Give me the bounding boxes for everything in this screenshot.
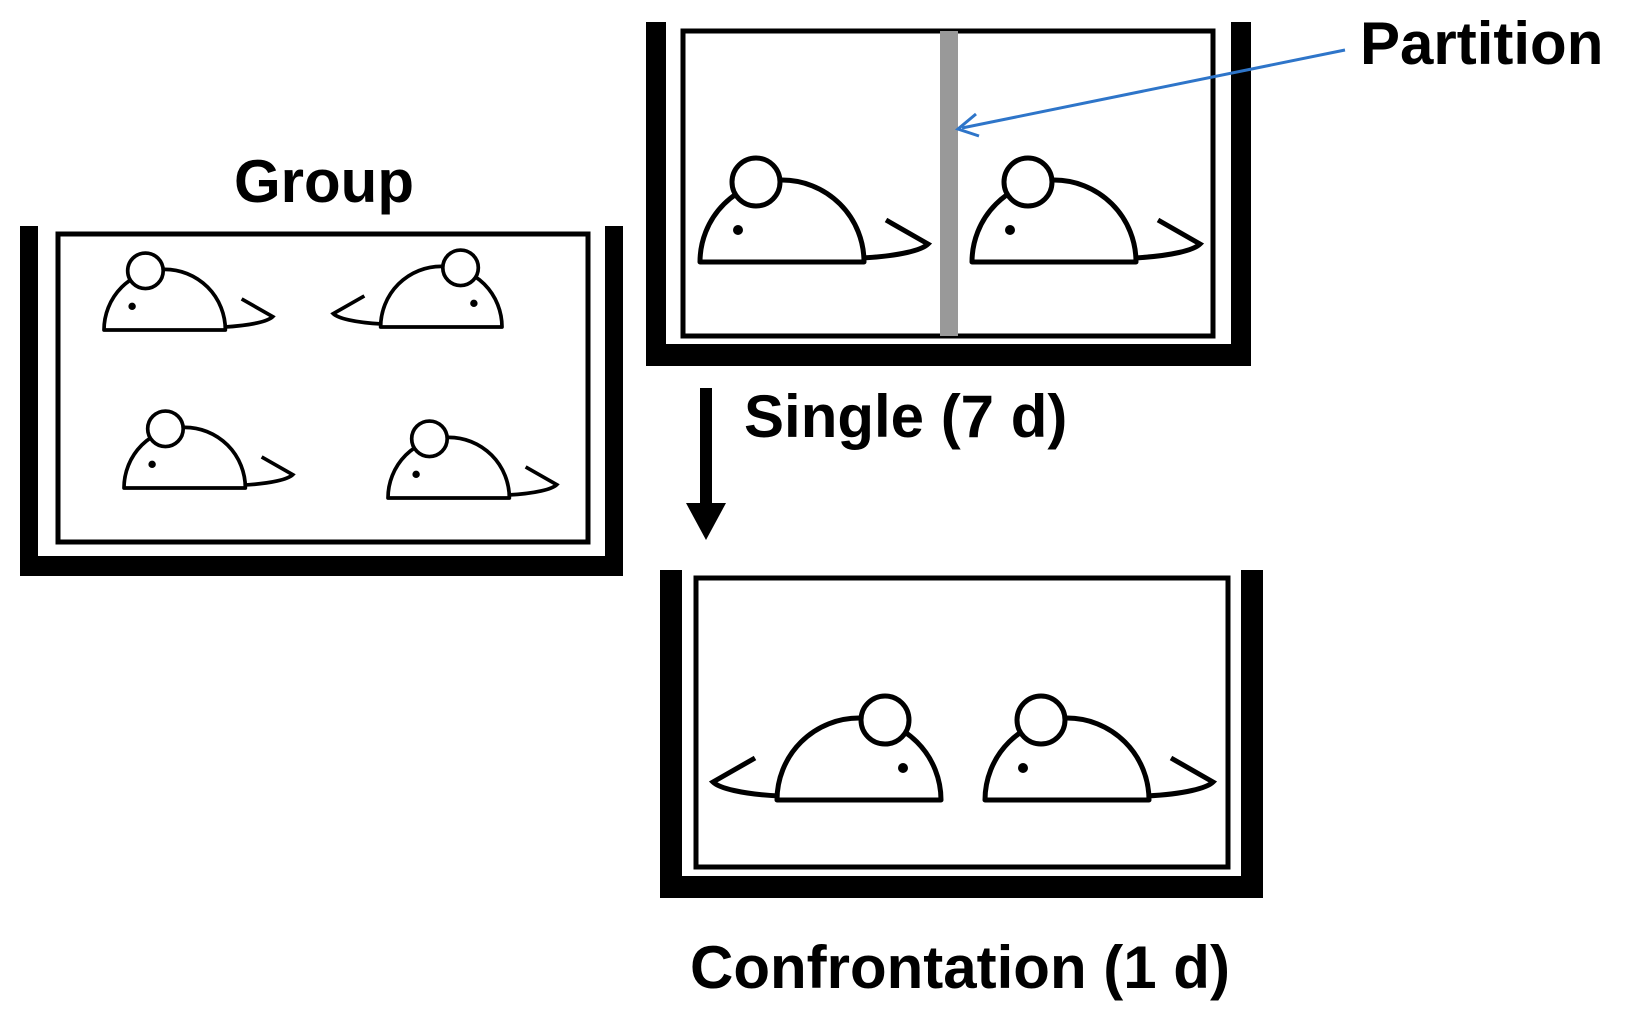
- partition: [940, 31, 958, 336]
- single-mouse-left: [700, 158, 928, 262]
- group-cage-outer: [20, 226, 38, 576]
- group-cage-inner: [55, 231, 591, 545]
- confrontation-label: Confrontation (1 d): [690, 934, 1230, 1001]
- group-mouse-1: [102, 251, 275, 332]
- single-cage: [646, 22, 1251, 366]
- transition-arrow: [686, 388, 726, 540]
- group-label: Group: [234, 148, 414, 215]
- group-cage: [20, 226, 623, 576]
- single-mouse-right: [972, 158, 1200, 262]
- confrontation-cage: [660, 570, 1263, 898]
- confrontation-cage-inner: [693, 575, 1231, 870]
- partition-pointer-arrow: [954, 48, 1346, 138]
- group-mouse-3: [122, 409, 295, 490]
- single-label: Single (7 d): [744, 383, 1067, 450]
- group-mouse-4: [386, 419, 559, 500]
- group-mouse-2: [331, 248, 504, 329]
- confrontation-mouse-left: [713, 696, 941, 800]
- partition-label: Partition: [1360, 10, 1603, 77]
- confrontation-mouse-right: [985, 696, 1213, 800]
